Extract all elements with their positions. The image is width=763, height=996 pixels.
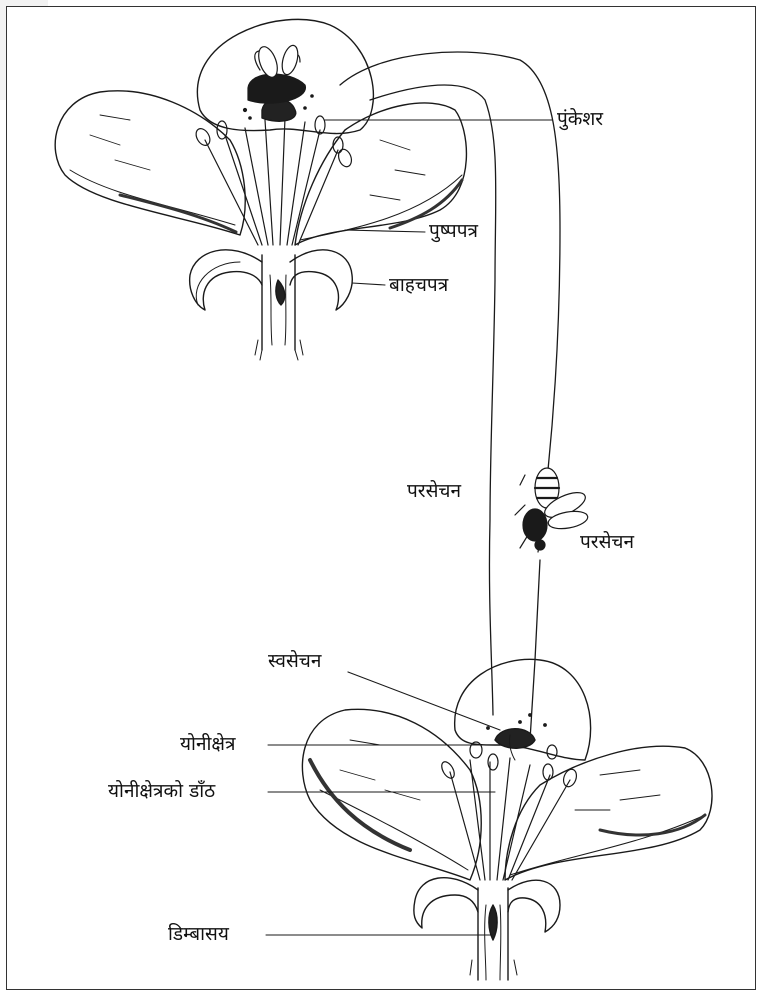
label-self-pollination: स्वसेचन xyxy=(268,652,321,671)
flying-bee xyxy=(515,468,589,552)
leader-petal xyxy=(345,230,425,232)
bottom-flower-right-petal xyxy=(505,746,712,880)
top-flower-right-sepal xyxy=(290,250,352,310)
cross-pollination-path-inner xyxy=(370,85,496,715)
pollination-paths xyxy=(340,52,560,740)
leader-sepal xyxy=(352,283,385,285)
bottom-flower-stamens xyxy=(439,742,579,880)
label-cross-pollination-right: परसेचन xyxy=(580,533,634,552)
label-ovary: डिम्बासय xyxy=(168,925,229,944)
leader-lines xyxy=(266,120,552,935)
label-cross-pollination-left: परसेचन xyxy=(407,482,461,501)
bottom-flower-left-sepal xyxy=(414,878,478,928)
bottom-flower-right-sepal xyxy=(508,880,560,932)
label-style: योनीक्षेत्रको डाँठ xyxy=(108,782,215,801)
label-stigma: योनीक्षेत्र xyxy=(180,735,236,754)
label-sepal: बाहचपत्र xyxy=(389,276,448,295)
bee-to-flower-path xyxy=(530,560,540,740)
label-petal: पुष्पपत्र xyxy=(429,222,478,241)
top-flower-stamens xyxy=(193,116,353,245)
bottom-flower xyxy=(302,659,712,980)
top-flower xyxy=(55,19,466,360)
label-stamen: पुंकेशर xyxy=(557,110,603,129)
top-flower-left-sepal xyxy=(190,250,262,310)
leader-self-pollination xyxy=(348,672,500,730)
